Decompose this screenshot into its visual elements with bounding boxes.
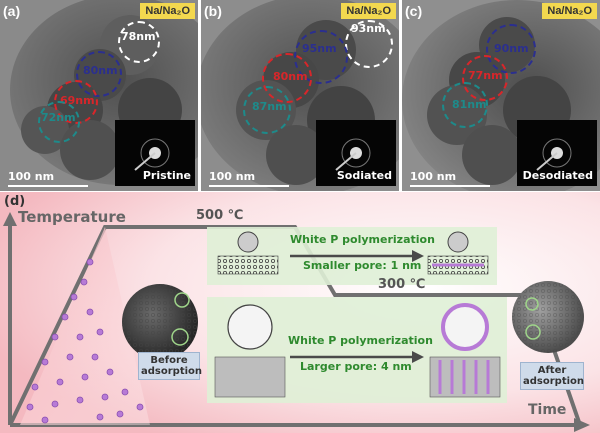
scale-bar-label: 100 nm — [410, 170, 457, 183]
pore-marker — [525, 297, 539, 311]
upper-pore-label: Smaller pore: 1 nm — [303, 259, 422, 272]
phosphorus-molecules — [26, 258, 144, 424]
panel-label: (c) — [405, 3, 423, 19]
low-temperature-label: 300 ℃ — [378, 277, 426, 292]
process-schematic — [0, 192, 600, 433]
large-pore-zoom — [441, 303, 489, 351]
diffraction-inset: Pristine — [115, 120, 195, 186]
state-label: Sodiated — [336, 169, 392, 182]
small-pore-before — [217, 255, 279, 275]
tem-panel-b: (b) Na/Na₂O 93nm 95nm 80nm 87nm Sodiated… — [201, 0, 399, 191]
particle-circle — [345, 20, 393, 68]
diffraction-inset: Sodiated — [316, 120, 396, 186]
diffraction-inset: Desodiated — [517, 120, 597, 186]
pore-marker — [174, 292, 190, 308]
particle-size-label: 87nm — [252, 100, 287, 113]
panel-label: (a) — [3, 3, 21, 19]
lower-process-label: White P polymerization — [288, 334, 433, 347]
small-pore-zoom — [447, 231, 469, 253]
state-label: Desodiated — [522, 169, 593, 182]
before-adsorption-label: Before adsorption — [138, 352, 202, 380]
scale-bar — [209, 185, 289, 187]
pore-marker — [171, 328, 189, 346]
particle-circle — [118, 21, 160, 63]
badge-text: Na/Na₂O — [145, 5, 190, 17]
small-pore-zoom — [237, 231, 259, 253]
arrow-up-icon — [3, 212, 17, 226]
particle-size-label: 93nm — [351, 22, 386, 35]
polymer-chains — [438, 360, 490, 394]
particle-size-label: 78nm — [121, 30, 156, 43]
particle-circle — [38, 101, 80, 143]
particle-size-label: 77nm — [468, 69, 503, 82]
material-badge: Na/Na₂O — [542, 3, 597, 19]
particle-size-label: 95nm — [302, 42, 337, 55]
particle-circle — [486, 24, 536, 74]
scale-bar-label: 100 nm — [8, 170, 55, 183]
material-badge: Na/Na₂O — [140, 3, 195, 19]
material-badge: Na/Na₂O — [341, 3, 396, 19]
arrow-right-icon — [412, 351, 424, 363]
x-axis-label: Time — [528, 402, 567, 418]
state-label: Pristine — [142, 169, 191, 182]
particle-circle — [243, 86, 291, 134]
schematic-panel-d: (d) Temperature Time 500 ℃ 300 ℃ White P… — [0, 192, 600, 433]
upper-process-label: White P polymerization — [290, 233, 435, 246]
panel-label: (d) — [4, 194, 26, 209]
particle-size-label: 81nm — [452, 98, 487, 111]
scale-bar — [8, 185, 88, 187]
particle-size-label: 90nm — [494, 42, 529, 55]
y-axis-label: Temperature — [18, 208, 126, 226]
high-temperature-label: 500 ℃ — [196, 208, 244, 223]
badge-text: Na/Na₂O — [346, 5, 391, 17]
scale-bar — [410, 185, 490, 187]
heating-cone — [20, 227, 150, 425]
pore-marker — [525, 324, 541, 340]
particle-size-label: 80nm — [83, 64, 118, 77]
diffraction-pattern — [134, 138, 170, 171]
particle-size-label: 80nm — [273, 70, 308, 83]
particle-circle — [442, 82, 488, 128]
particle-circle — [76, 51, 122, 97]
after-adsorption-label: After adsorption — [520, 362, 584, 390]
scale-bar-label: 100 nm — [209, 170, 256, 183]
diffraction-pattern — [536, 138, 572, 171]
particle-size-label: 72nm — [41, 111, 76, 124]
lower-pore-label: Larger pore: 4 nm — [300, 360, 412, 373]
tem-panel-a: (a) Na/Na₂O 78nm 80nm 69nm 72nm Pristine… — [0, 0, 198, 191]
large-pore-zoom — [227, 304, 273, 350]
badge-text: Na/Na₂O — [547, 5, 592, 17]
arrow-right-icon — [412, 250, 424, 262]
large-pore-before — [214, 356, 286, 398]
diffraction-pattern — [335, 138, 371, 171]
tem-panel-c: (c) Na/Na₂O 90nm 77nm 81nm Desodiated 10… — [402, 0, 600, 191]
panel-label: (b) — [204, 3, 222, 19]
